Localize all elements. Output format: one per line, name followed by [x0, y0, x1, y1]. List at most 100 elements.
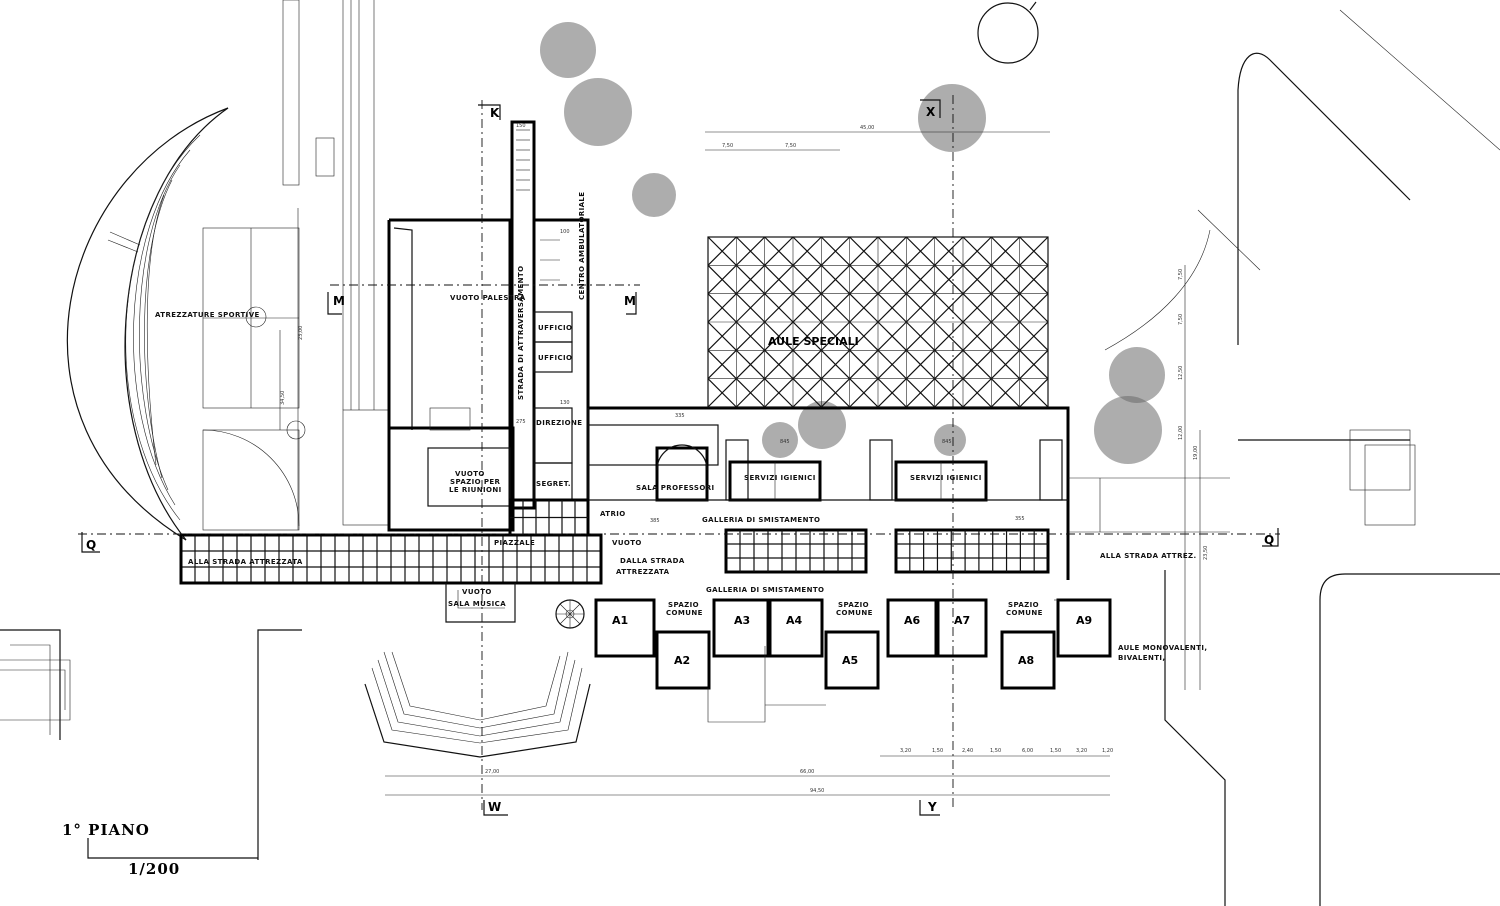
space-frame-member: [735, 378, 766, 408]
dim-275: 275: [516, 419, 526, 425]
space-frame-member: [849, 349, 879, 380]
dim-b6: 1,50: [1050, 748, 1061, 754]
space-frame-member: [990, 293, 1021, 323]
dim-b5: 6,00: [1022, 748, 1033, 754]
space-frame-member: [707, 349, 737, 380]
space-frame-member: [820, 321, 851, 351]
dim-845b: 845: [942, 439, 952, 445]
space-frame-member: [792, 264, 822, 295]
space-frame-member: [792, 293, 822, 323]
dim-bottom-overall: 94,50: [810, 788, 824, 794]
dim-b7: 3,20: [1076, 748, 1087, 754]
space-frame-member: [764, 349, 794, 380]
space-frame-member: [905, 321, 936, 351]
label-segret: SEGRET.: [536, 480, 571, 488]
label-atrezzature-sportive: ATREZZATURE SPORTIVE: [155, 311, 260, 319]
space-frame-member: [905, 264, 936, 295]
label-spazio-comune-1a: SPAZIO: [668, 601, 699, 609]
label-aule-speciali: AULE SPECIALI: [768, 335, 859, 348]
label-alla-strada-left: ALLA STRADA ATTREZZATA: [188, 558, 303, 566]
space-frame-member: [849, 293, 879, 323]
classroom-a6: A6: [904, 614, 921, 627]
space-frame-member: [962, 321, 992, 351]
label-vuoto: VUOTO: [612, 539, 642, 547]
space-frame-member: [849, 321, 879, 351]
label-vuoto-riunioni-1: VUOTO: [455, 470, 485, 478]
space-frame-member: [1019, 349, 1049, 380]
plan-title: 1° PIANO: [62, 821, 150, 839]
space-frame-member: [707, 293, 737, 323]
space-frame-member: [934, 264, 964, 295]
section-mark-w: W: [488, 800, 501, 814]
label-vuoto-riunioni-2: SPAZIO PER: [450, 478, 501, 486]
label-vuoto-sala-1: VUOTO: [462, 588, 492, 596]
section-mark-m-left: M: [333, 294, 345, 308]
space-frame-member: [877, 236, 907, 266]
dim-385: 385: [650, 518, 660, 524]
label-attrezzata: ATTREZZATA: [616, 568, 670, 576]
label-direzione: DIREZIONE: [536, 419, 582, 427]
entry-walkway: [179, 533, 603, 585]
space-frame-member: [990, 321, 1021, 351]
section-mark-x: X: [926, 105, 936, 119]
classroom-a9: A9: [1076, 614, 1092, 627]
space-frame-member: [962, 264, 992, 295]
space-frame-member: [962, 293, 992, 323]
galleria-wing: [587, 406, 1070, 580]
space-frame-member: [877, 264, 907, 295]
dim-top-total: 45,00: [860, 125, 874, 131]
space-frame-member: [820, 349, 851, 380]
label-vuoto-palestra: VUOTO PALESTRA: [450, 294, 526, 302]
space-frame-member: [905, 378, 936, 408]
space-frame-member: [1019, 236, 1049, 266]
dim-v5: 12,50: [1178, 366, 1184, 380]
space-frame-member: [877, 378, 907, 408]
space-frame-member: [962, 349, 992, 380]
label-spazio-comune-3a: SPAZIO: [1008, 601, 1039, 609]
dim-335: 335: [675, 413, 685, 419]
dim-355: 355: [1015, 516, 1025, 522]
space-frame-member: [934, 236, 964, 266]
north-arrow-icon: [977, 1, 1039, 64]
space-frame-member: [792, 349, 822, 380]
dim-bottom-partial: 27,00: [485, 769, 499, 775]
space-frame-member: [1019, 264, 1049, 295]
space-frame-member: [735, 293, 766, 323]
space-frame-member: [792, 378, 822, 408]
dim-v7: 19,00: [1193, 446, 1199, 460]
label-ufficio-1: UFFICIO: [538, 324, 572, 332]
galleria-grid-left: [724, 528, 868, 574]
dim-150: 150: [516, 123, 526, 129]
classroom-pods: [594, 598, 1112, 723]
space-frame-member: [1019, 321, 1049, 351]
dim-b2: 1,50: [932, 748, 943, 754]
space-frame-member: [707, 264, 737, 295]
classroom-a3: A3: [734, 614, 750, 627]
galleria-grid-right: [894, 528, 1050, 574]
section-mark-q-left: Q: [86, 538, 96, 552]
dim-b4: 1,50: [990, 748, 1001, 754]
space-frame-member: [990, 349, 1021, 380]
label-galleria-1: GALLERIA DI SMISTAMENTO: [702, 516, 820, 524]
dim-bottom-total: 66,00: [800, 769, 814, 775]
section-lines: [78, 95, 1280, 816]
label-strada-attraversamento: STRADA DI ATTRAVERSAMENTO: [517, 266, 525, 400]
space-frame-member: [735, 264, 766, 295]
space-frame-member: [905, 236, 936, 266]
label-spazio-comune-2a: SPAZIO: [838, 601, 869, 609]
label-vuoto-riunioni-3: LE RIUNIONI: [449, 486, 502, 494]
dim-b8: 1,20: [1102, 748, 1113, 754]
space-frame-member: [792, 236, 822, 266]
space-frame-member: [934, 293, 964, 323]
plan-scale: 1/200: [128, 860, 180, 878]
label-atrio: ATRIO: [600, 510, 626, 518]
space-frame-member: [707, 321, 737, 351]
space-frame-member: [849, 378, 879, 408]
site-boundaries-left: [0, 629, 302, 860]
label-aule-monovalenti-1: AULE MONOVALENTI,: [1118, 644, 1207, 652]
label-servizi-igienici-2: SERVIZI IGIENICI: [910, 474, 982, 482]
section-mark-y: Y: [927, 800, 937, 814]
classroom-a2: A2: [674, 654, 690, 667]
spiral-stair-icon: [555, 599, 585, 629]
space-frame-member: [962, 378, 992, 408]
